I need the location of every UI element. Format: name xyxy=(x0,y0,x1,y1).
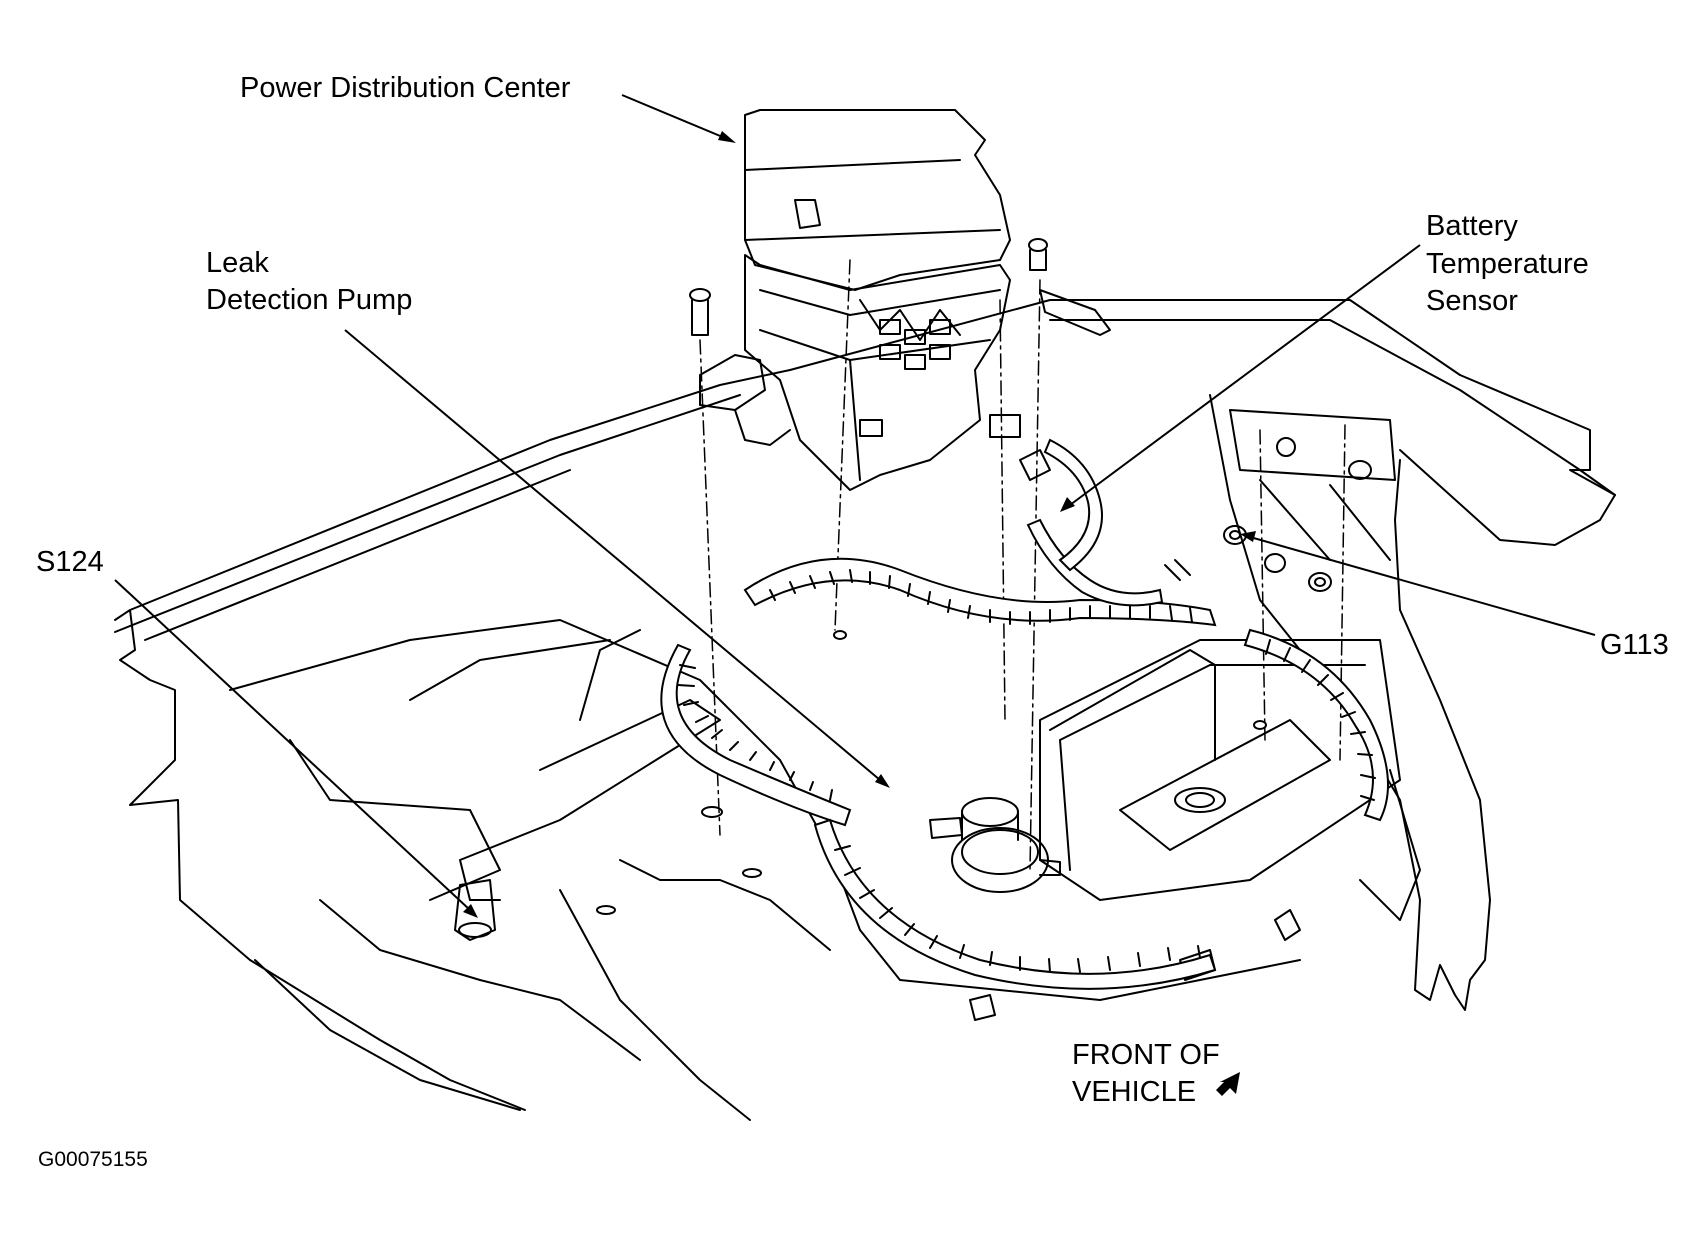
label-power-distribution-center: Power Distribution Center xyxy=(240,72,571,104)
upper-rail xyxy=(114,394,741,641)
harness-pdc-drop xyxy=(1043,438,1103,572)
cowl-top xyxy=(789,299,1461,376)
right-upper-rail xyxy=(1049,319,1616,496)
harness-main xyxy=(743,557,1217,627)
harness-sensor xyxy=(1026,518,1164,607)
label-battery-line3: Sensor xyxy=(1426,285,1518,317)
label-battery-line2: Temperature xyxy=(1426,248,1589,280)
pdc-cover-lip xyxy=(744,159,1001,241)
pdc-body xyxy=(744,254,1011,491)
right-rail-end xyxy=(1399,374,1616,546)
pdc-cover xyxy=(744,109,1011,291)
label-front-line2: VEHICLE xyxy=(1072,1076,1197,1108)
right-inner-panel xyxy=(1229,409,1396,481)
leak-detection-pump-body xyxy=(951,827,1049,893)
harness-left xyxy=(660,643,852,827)
label-front-line1: FRONT OF xyxy=(1072,1039,1220,1071)
battery-tray xyxy=(1039,639,1401,901)
harness-right xyxy=(1243,628,1389,822)
label-g113: G113 xyxy=(1600,629,1669,661)
figure-id: G00075155 xyxy=(38,1148,148,1171)
label-s124: S124 xyxy=(36,546,104,578)
harness-front xyxy=(813,818,1217,990)
label-battery-line1: Battery xyxy=(1426,210,1518,242)
label-leak-line1: Leak xyxy=(206,247,269,279)
label-leak-line2: Detection Pump xyxy=(206,284,413,316)
left-fender-outline xyxy=(114,369,791,1111)
